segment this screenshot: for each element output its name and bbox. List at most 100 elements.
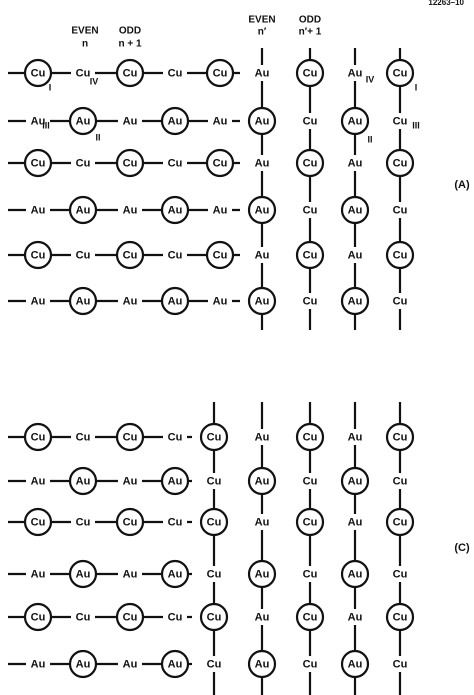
atom-site: Au [213, 204, 228, 216]
atom-site-circled: Cu [295, 422, 325, 452]
atom-site: Cu [303, 204, 318, 216]
atom-site: Au [31, 115, 46, 127]
site-label-background [26, 656, 50, 672]
atom-site-circled: Cu [205, 240, 235, 270]
atom-site-circled: Au [340, 559, 370, 589]
site-circle [160, 649, 190, 679]
site-label-background [163, 247, 187, 263]
atom-site-circled: Au [340, 195, 370, 225]
site-label-background [250, 65, 274, 81]
atom-site: Cu [76, 157, 91, 169]
site-label-background [26, 202, 50, 218]
atom-site-circled: Cu [199, 602, 229, 632]
atom-site: Cu [76, 431, 91, 443]
panel-label-c: (C) [454, 542, 470, 554]
site-label-background [343, 247, 367, 263]
site-label: Cu [213, 67, 228, 79]
site-label-background [298, 293, 322, 309]
atom-site-circled: Cu [385, 240, 415, 270]
site-circle [340, 286, 370, 316]
atom-site-circled: Au [68, 106, 98, 136]
atom-site: Au [31, 568, 46, 580]
site-label-background [71, 247, 95, 263]
atom-site-circled: Au [247, 649, 277, 679]
atom-site: Cu [168, 431, 183, 443]
site-label: Cu [123, 249, 138, 261]
site-label-background [163, 65, 187, 81]
atom-site-circled: Au [68, 195, 98, 225]
atom-site-circled: Au [160, 286, 190, 316]
site-circle [115, 507, 145, 537]
header-even-row: EVEN [71, 26, 98, 37]
atom-site: Cu [207, 658, 222, 670]
atom-site: Cu [168, 516, 183, 528]
site-circle [340, 649, 370, 679]
site-circle [23, 148, 53, 178]
atom-site: Cu [393, 475, 408, 487]
site-subscript: III [42, 120, 50, 130]
atom-site-circled: Au [340, 106, 370, 136]
site-label-background [250, 514, 274, 530]
header-even-column: EVEN [248, 15, 275, 26]
atom-site: Au [255, 431, 270, 443]
site-label: Cu [123, 431, 138, 443]
atom-site-circled: Au [160, 466, 190, 496]
site-label: Cu [303, 157, 318, 169]
site-subscript: IV [90, 76, 99, 86]
atom-site-circled: Cu [199, 507, 229, 537]
site-circle [247, 195, 277, 225]
site-circle [23, 507, 53, 537]
atom-site: Cu [393, 568, 408, 580]
atom-site: Au [31, 475, 46, 487]
site-circle [385, 507, 415, 537]
site-circle [247, 286, 277, 316]
atom-site-circled: Cu [385, 58, 415, 88]
site-circle [199, 602, 229, 632]
site-label: Au [168, 568, 183, 580]
site-label-background [163, 514, 187, 530]
site-circle [247, 559, 277, 589]
site-label: Au [255, 115, 270, 127]
site-circle [115, 422, 145, 452]
site-label: Au [348, 658, 363, 670]
site-circle [199, 422, 229, 452]
atom-site-circled: Cu [23, 602, 53, 632]
site-label: Au [348, 568, 363, 580]
site-label-background [118, 656, 142, 672]
site-label-background [71, 429, 95, 445]
atom-site: Au [31, 204, 46, 216]
site-circle [160, 195, 190, 225]
atom-site: Au [255, 157, 270, 169]
site-label: Au [168, 204, 183, 216]
site-label: Cu [213, 157, 228, 169]
site-label: Cu [303, 431, 318, 443]
atom-site-circled: Au [247, 466, 277, 496]
site-label-background [388, 566, 412, 582]
atom-site-circled: Cu [23, 507, 53, 537]
atom-site: Cu [303, 568, 318, 580]
site-subscript: I [415, 82, 418, 92]
atom-site: Cu [393, 115, 408, 127]
atom-site-circled: Cu [23, 58, 53, 88]
site-label-background [298, 473, 322, 489]
atom-site: Cu [303, 658, 318, 670]
site-label: Cu [393, 157, 408, 169]
site-label: Cu [31, 157, 46, 169]
atom-site: Cu [393, 204, 408, 216]
site-label-background [250, 155, 274, 171]
header-odd-row: ODD [119, 26, 141, 37]
site-label-background [208, 113, 232, 129]
site-circle [247, 649, 277, 679]
atom-site: Au [348, 516, 363, 528]
site-label-background [388, 473, 412, 489]
atom-site: Au [348, 249, 363, 261]
site-circle [68, 466, 98, 496]
site-subscript: III [412, 120, 420, 130]
site-label-background [163, 609, 187, 625]
atom-site: Au [123, 295, 138, 307]
site-subscript: II [367, 134, 372, 144]
site-label-background [298, 656, 322, 672]
site-label: Cu [123, 67, 138, 79]
atom-site: Cu [76, 249, 91, 261]
